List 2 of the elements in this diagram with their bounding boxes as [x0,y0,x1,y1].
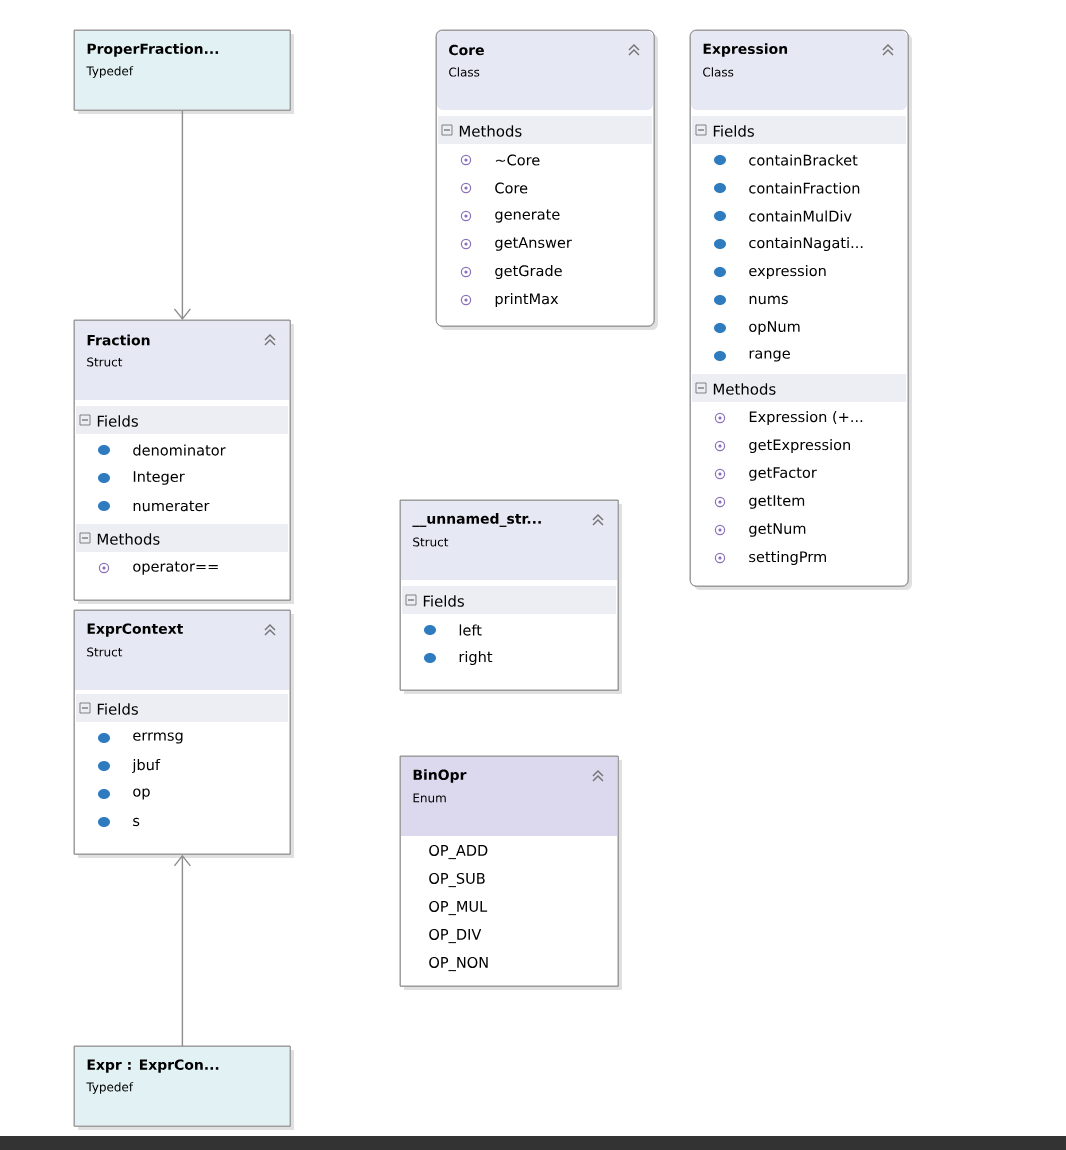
arrow [173,110,192,320]
arrow [173,854,192,1047]
